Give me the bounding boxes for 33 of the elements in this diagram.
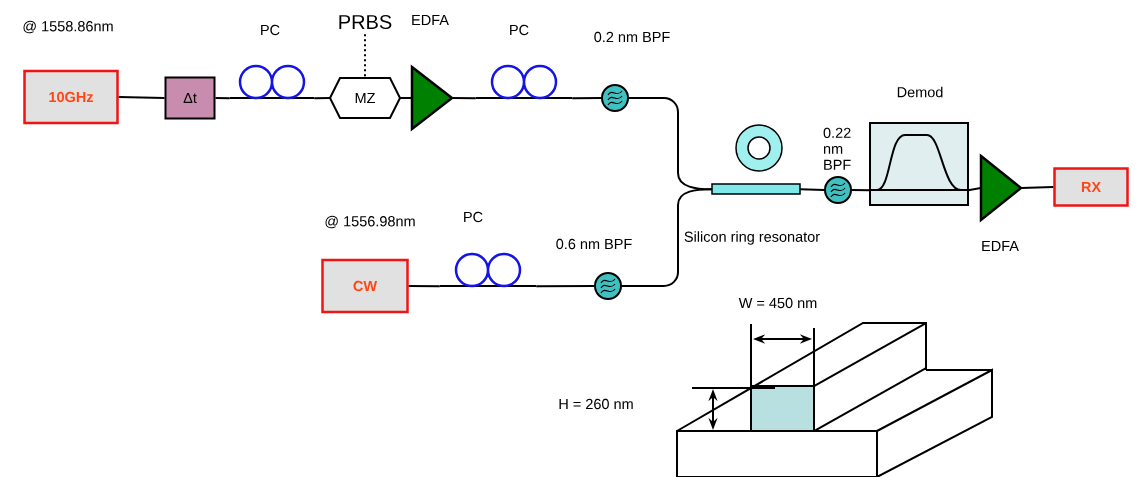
fiber-line bbox=[407, 285, 441, 288]
fiber-line bbox=[799, 188, 826, 191]
fiber-line bbox=[313, 97, 331, 100]
component-label: Demod bbox=[897, 86, 943, 98]
fiber-line bbox=[967, 187, 982, 192]
component-label: 0.6 nm BPF bbox=[556, 238, 632, 250]
dimension-label: H = 260 nm bbox=[559, 398, 633, 410]
component-label: EDFA bbox=[412, 15, 449, 25]
component-label: PC bbox=[261, 24, 280, 36]
component-label: 0.22 nm BPF bbox=[823, 127, 851, 170]
component-label: PC bbox=[464, 211, 483, 223]
component-label: Silicon ring resonator bbox=[684, 231, 820, 245]
wavelength-label: @ 1556.98nm bbox=[325, 215, 415, 229]
fiber-line bbox=[1020, 186, 1055, 189]
fiber-line bbox=[214, 97, 231, 100]
fiber-line bbox=[451, 97, 477, 100]
dotted-line bbox=[364, 33, 366, 79]
source-box: CW bbox=[321, 258, 409, 314]
component-label: 0.2 nm BPF bbox=[594, 31, 670, 43]
fiber-line bbox=[117, 96, 166, 99]
delay-box: Δt bbox=[164, 76, 216, 120]
receiver-box: RX bbox=[1053, 167, 1129, 207]
signal-label: PRBS bbox=[339, 14, 392, 30]
wavelength-label: @ 1558.86nm bbox=[23, 20, 113, 34]
fiber-line bbox=[399, 97, 413, 99]
fiber-line bbox=[571, 97, 603, 100]
fiber-line bbox=[620, 188, 713, 287]
fiber-line bbox=[850, 189, 871, 192]
source-box: 10GHz bbox=[23, 69, 119, 125]
dimension-label: W = 450 nm bbox=[738, 297, 817, 309]
component-label: EDFA bbox=[982, 241, 1019, 251]
component-label: PC bbox=[510, 24, 529, 36]
fiber-line bbox=[535, 285, 596, 288]
